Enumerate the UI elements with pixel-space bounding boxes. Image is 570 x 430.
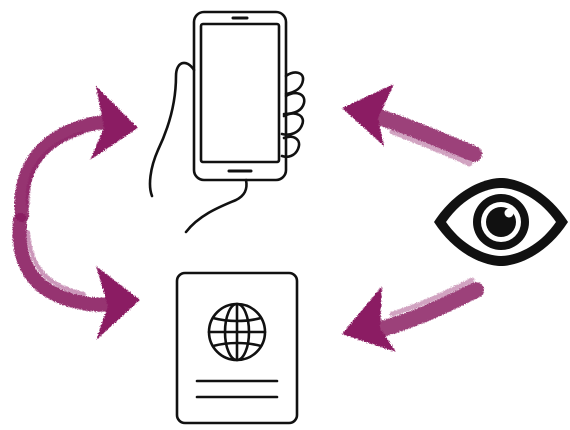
arrow-left-to-phone (21, 86, 138, 215)
globe-icon (209, 304, 265, 360)
phone-body (194, 12, 286, 180)
phone-screen (201, 24, 279, 162)
arrow-left-to-passport (19, 220, 140, 340)
smartphone-in-hand-icon (150, 12, 304, 232)
passport-icon (177, 273, 297, 423)
hand-finger-1 (286, 73, 303, 94)
hand-thumb (150, 63, 194, 196)
eye-icon (434, 178, 568, 266)
arrow-eye-to-passport (342, 280, 476, 352)
hand-wrist (186, 180, 247, 232)
arrow-eye-to-phone (342, 84, 474, 164)
hand-finger-4 (282, 137, 299, 157)
